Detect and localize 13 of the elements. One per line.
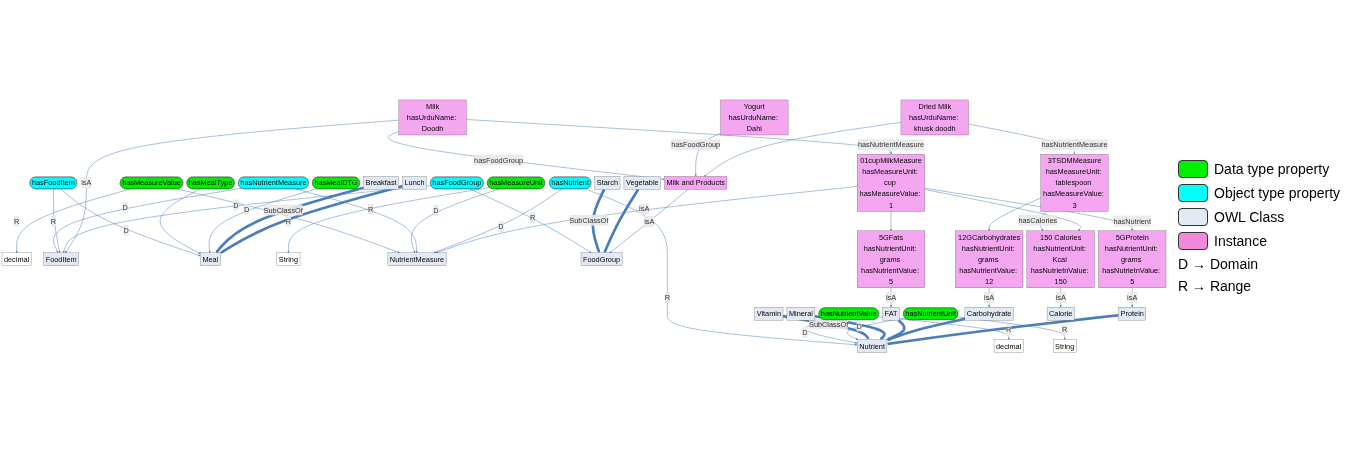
arrow: [591, 189, 606, 254]
arrow: [603, 188, 640, 254]
legend-text: Object type property: [1214, 184, 1341, 201]
note-text: D → Domain: [1178, 255, 1260, 272]
arrow: [886, 314, 1119, 346]
legend-text: Instance: [1214, 232, 1267, 249]
arrow: [886, 317, 966, 342]
note-text: R → Range: [1178, 277, 1253, 294]
legend-text: OWL Class: [1214, 208, 1285, 225]
legend-text: Data type property: [1214, 160, 1330, 177]
arrow: [215, 186, 364, 254]
arrow: [220, 185, 403, 255]
arrow: [886, 319, 906, 341]
